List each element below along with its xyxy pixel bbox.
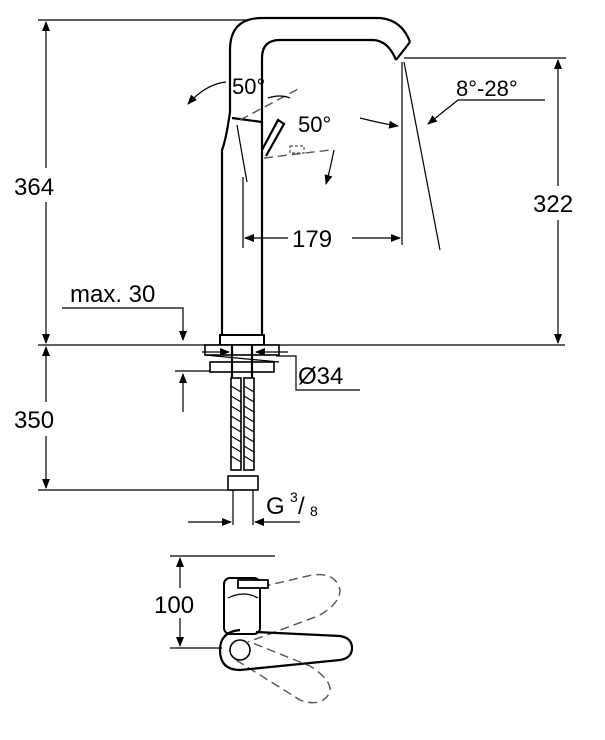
mounting-assembly <box>204 344 280 525</box>
spout-tilt-extension <box>403 61 441 251</box>
height-dimension-350: 350 <box>10 346 235 491</box>
handle-swing-dashed-lower <box>235 641 331 704</box>
dim-350-label: 350 <box>14 407 54 434</box>
reach-dimension: 179 <box>242 177 401 253</box>
thread-denominator: 8 <box>310 503 318 519</box>
hole-diameter-dimension: Ø34 <box>202 348 360 391</box>
depth-label: 100 <box>154 592 194 619</box>
spout-inner <box>260 38 398 122</box>
label-mask <box>10 168 82 202</box>
spout-tip <box>395 41 411 61</box>
counter-hatch <box>204 354 280 363</box>
handle-lever <box>261 118 286 157</box>
dim-322-label: 322 <box>533 191 573 218</box>
lever-swing-angle-label: 50° <box>232 74 265 99</box>
label-mask <box>530 186 602 220</box>
leader-line-top <box>62 307 187 341</box>
height-dimension-322: 322 <box>404 57 602 344</box>
top-view-aerator <box>229 639 251 661</box>
lever-side-arrow <box>324 149 335 185</box>
counter-washer <box>204 344 280 356</box>
hose-right <box>243 377 255 471</box>
faucet-side-view <box>219 16 412 346</box>
thread-slash: / <box>298 493 305 520</box>
label-mask <box>150 588 210 618</box>
angle-spout-tilt: 8°-28° <box>359 61 545 251</box>
thickness-dimension: max. 30 <box>62 281 222 412</box>
body-left <box>220 111 232 335</box>
mounting-nut <box>209 361 275 373</box>
faucet-top-view: 100 <box>150 555 354 704</box>
max-thickness-label: max. 30 <box>70 281 155 308</box>
spout-tilt-arrow-left <box>359 117 399 129</box>
spout-tilt-angle-label: 8°-28° <box>456 76 518 101</box>
label-mask <box>288 222 352 252</box>
height-dimension-364: 364 <box>10 19 248 344</box>
lever-contour <box>236 124 248 183</box>
handle-swing-dashed-upper <box>247 573 341 643</box>
faucet-base <box>219 334 265 346</box>
hose-left <box>230 377 242 471</box>
hose-fitting <box>227 475 259 491</box>
reach-label: 179 <box>292 226 332 253</box>
angle-lever-swing: 50° <box>187 74 291 105</box>
spout-outer <box>228 16 412 112</box>
angle-lever-side: 50° <box>298 112 335 185</box>
spout-tilt-leader <box>427 99 545 125</box>
top-view-lever-base <box>227 593 259 599</box>
angle-arc-right <box>267 95 291 99</box>
lever-swing-dashed <box>239 87 301 121</box>
hole-diameter-label: Ø34 <box>298 363 343 390</box>
angle-arc-left <box>187 81 227 105</box>
dim-364-label: 364 <box>14 174 54 201</box>
diameter-leader <box>276 355 360 391</box>
lever-top <box>231 116 263 124</box>
top-view-body <box>223 577 261 635</box>
lever-side-dashed <box>263 149 331 159</box>
lever-side-angle-label: 50° <box>298 112 331 137</box>
top-view-lever <box>237 579 269 589</box>
hose-left-braid <box>230 385 242 463</box>
hose-right-braid <box>243 385 255 463</box>
label-mask <box>10 402 82 436</box>
thread-label-g: G <box>266 493 285 520</box>
top-view-spout <box>218 628 354 672</box>
lever-dashed-end <box>289 145 305 154</box>
thread-numerator: 3 <box>290 489 298 505</box>
thread-dimension: G 3 / 8 <box>188 489 318 526</box>
